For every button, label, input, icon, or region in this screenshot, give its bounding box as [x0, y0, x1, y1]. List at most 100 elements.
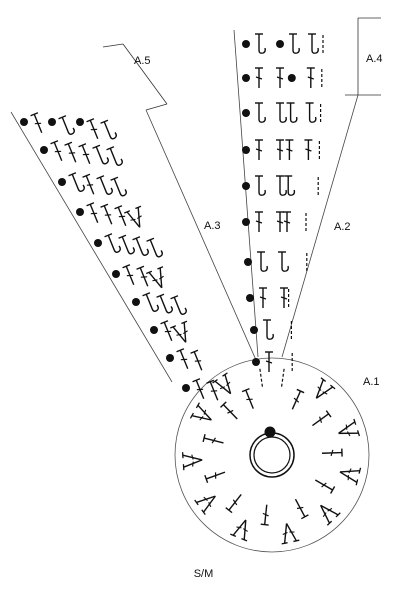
treble-group-icon [213, 373, 239, 399]
treble-icon [242, 389, 257, 411]
treble-icon [259, 288, 267, 308]
chain-loop-icon [119, 234, 136, 256]
chain-loop-icon [157, 293, 174, 315]
slip-stitch-icon [242, 40, 250, 48]
chain-loop-icon [59, 115, 76, 137]
treble-group-icon [278, 522, 300, 544]
chain-loop-icon [105, 233, 122, 255]
label-a5: A.5 [134, 55, 151, 67]
chain-space-icon [260, 369, 263, 387]
treble-icon [87, 119, 102, 141]
label-a4: A.4 [366, 53, 383, 65]
slip-stitch-icon [288, 74, 296, 82]
treble-icon [292, 497, 308, 518]
treble-icon [313, 477, 334, 494]
slip-stitch-icon [112, 270, 120, 278]
slip-stitch-icon [246, 294, 254, 302]
treble-icon [31, 113, 46, 135]
chain-loop-icon [306, 103, 316, 122]
slip-stitch-icon [276, 40, 284, 48]
slip-stitch-icon [252, 358, 260, 366]
treble-group-icon [146, 267, 170, 291]
treble-group-icon [336, 419, 360, 442]
treble-icon [276, 140, 284, 160]
treble-icon [276, 212, 284, 232]
slip-stitch-icon [250, 326, 258, 334]
chain-loop-icon [308, 34, 318, 53]
treble-icon [79, 144, 94, 166]
slip-stitch-icon [242, 109, 250, 117]
treble-icon [310, 411, 331, 429]
slip-stitch-icon [150, 326, 158, 334]
slip-stitch-icon [166, 354, 174, 362]
treble-icon [205, 468, 227, 482]
slip-stitch-icon [40, 146, 48, 154]
treble-group-icon [183, 451, 203, 470]
treble-icon [115, 206, 130, 228]
treble-icon [83, 174, 98, 196]
slip-stitch-icon [242, 182, 250, 190]
chain-loop-icon [171, 295, 188, 317]
slip-stitch-icon [244, 258, 252, 266]
a5-bracket-top [103, 44, 123, 47]
treble-icon [307, 68, 315, 88]
treble-icon [51, 141, 66, 163]
slip-stitch-icon [242, 218, 250, 226]
chain-loop-icon [278, 252, 288, 271]
treble-group-icon [309, 378, 335, 404]
treble-group-icon [230, 517, 254, 541]
treble-group-icon [195, 489, 221, 515]
chain-loop-icon [107, 146, 124, 168]
treble-group-icon [170, 321, 194, 345]
magic-ring-inner [254, 437, 290, 473]
slip-stitch-icon [20, 118, 28, 126]
stitch-symbols [20, 34, 361, 544]
slip-stitch-icon [182, 384, 190, 392]
treble-icon [276, 68, 284, 88]
chain-loop-icon [143, 292, 160, 314]
treble-icon [255, 140, 263, 160]
treble-icon [161, 321, 176, 343]
treble-icon [123, 265, 138, 287]
treble-group-icon [314, 499, 340, 525]
treble-icon [304, 140, 312, 160]
ring-start-dot-icon [265, 427, 276, 438]
treble-icon [255, 212, 263, 232]
a3-wedge-left [11, 112, 172, 382]
treble-icon [265, 352, 273, 372]
treble-group-icon [190, 403, 215, 428]
treble-icon [177, 349, 192, 371]
chain-loop-icon [255, 103, 265, 122]
chain-loop-icon [263, 320, 273, 339]
treble-icon [322, 449, 342, 458]
chain-loop-icon [147, 237, 164, 259]
label-a2: A.2 [334, 221, 351, 233]
treble-icon [193, 379, 208, 401]
treble-icon [101, 204, 116, 226]
slip-stitch-icon [94, 239, 102, 247]
chain-loop-icon [289, 34, 299, 53]
treble-icon [191, 350, 206, 372]
chain-loop-icon [111, 176, 128, 198]
chain-loop-icon [133, 236, 150, 258]
chain-loop-icon [255, 34, 265, 53]
treble-icon [87, 203, 102, 225]
slip-stitch-icon [76, 118, 84, 126]
treble-group-icon [338, 463, 361, 485]
round-outline [175, 358, 369, 552]
chain-loop-icon [101, 119, 118, 141]
chain-loop-icon [69, 172, 86, 194]
treble-icon [261, 504, 271, 525]
slip-stitch-icon [48, 118, 56, 126]
treble-icon [255, 68, 263, 88]
treble-icon [65, 142, 80, 164]
size-label: S/M [0, 568, 407, 580]
chain-loop-icon [93, 144, 110, 166]
chain-loop-icon [97, 175, 114, 197]
treble-icon [283, 212, 291, 232]
chain-loop-icon [276, 176, 286, 195]
slip-stitch-icon [242, 146, 250, 154]
slip-stitch-icon [58, 178, 66, 186]
